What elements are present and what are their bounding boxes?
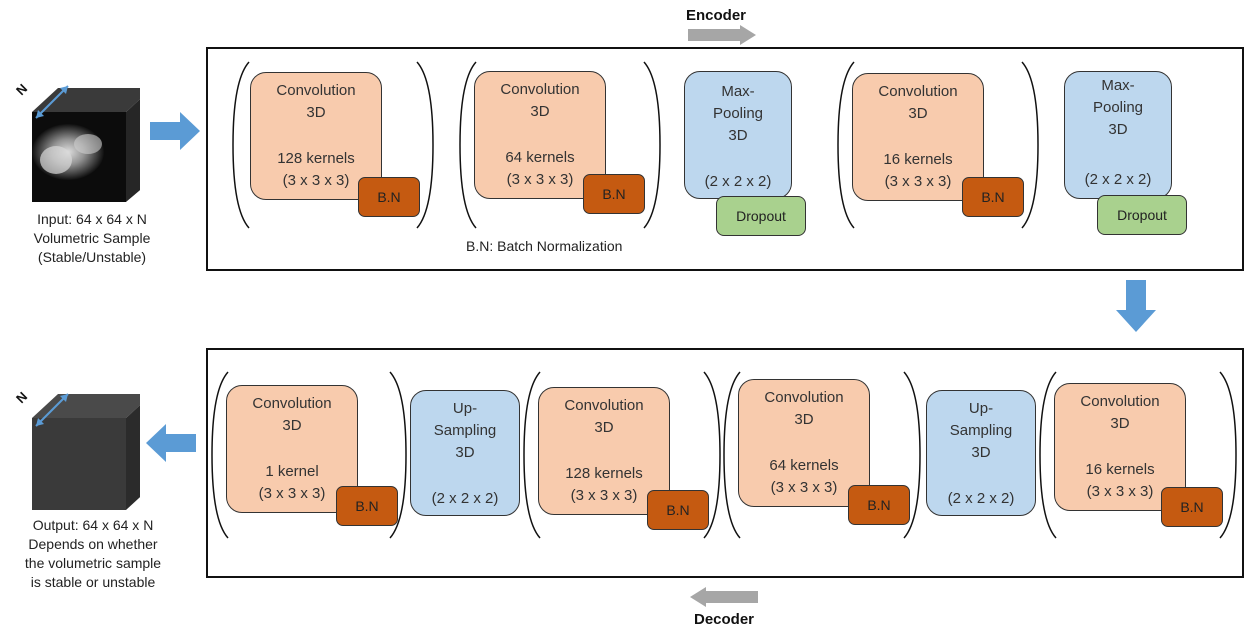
encoder-block1-brackets [232, 61, 434, 229]
block-title: Convolution [252, 395, 332, 412]
decoder-direction-arrow [690, 587, 758, 607]
kernel-size: (3 x 3 x 3) [506, 171, 574, 188]
block-subtitle: 3D [728, 127, 748, 144]
batch-norm-note: B.N: Batch Normalization [466, 238, 623, 254]
pool-size: (2 x 2 x 2) [704, 173, 772, 190]
kernel-size: (3 x 3 x 3) [884, 173, 952, 190]
encoder-block2-brackets [459, 61, 661, 229]
input-volume-cube [32, 88, 140, 202]
encoder-maxpool-block-2: Max- Pooling 3D (2 x 2 x 2) [1064, 71, 1172, 199]
upsample-size: (2 x 2 x 2) [431, 490, 499, 507]
kernel-count: 128 kernels [277, 150, 355, 167]
decoder-to-output-arrow [146, 424, 196, 462]
block-title: Convolution [500, 81, 580, 98]
encoder-direction-arrow [688, 25, 756, 45]
decoder-upsampling-block-2: Up- Sampling 3D (2 x 2 x 2) [926, 390, 1036, 516]
encoder-maxpool-block-1: Max- Pooling 3D (2 x 2 x 2) [684, 71, 792, 199]
block-subtitle: 3D [908, 105, 928, 122]
output-caption: Output: 64 x 64 x N Depends on whether t… [24, 517, 162, 590]
dropout-badge: Dropout [716, 196, 806, 236]
block-title-2: Pooling [712, 105, 764, 122]
decoder-block1-brackets [211, 371, 407, 539]
block-title: Up- [452, 400, 478, 417]
decoder-block4-brackets [1039, 371, 1237, 539]
batch-norm-badge: B.N [358, 177, 420, 217]
block-subtitle: 3D [1108, 121, 1128, 138]
input-to-encoder-arrow [150, 112, 200, 150]
encoder-title: Encoder [686, 7, 747, 24]
batch-norm-badge: B.N [336, 486, 398, 526]
block-title: Up- [968, 400, 994, 417]
block-subtitle: 3D [530, 103, 550, 120]
output-depth-arrow [35, 393, 69, 427]
block-title: Convolution [276, 82, 356, 99]
block-subtitle: 3D [1110, 415, 1130, 432]
decoder-upsampling-block-1: Up- Sampling 3D (2 x 2 x 2) [410, 390, 520, 516]
block-subtitle: 3D [282, 417, 302, 434]
encoder-conv-block-16: Convolution 3D 16 kernels (3 x 3 x 3) [852, 73, 984, 201]
encoder-to-decoder-arrow [1116, 280, 1156, 332]
block-title-2: Sampling [949, 422, 1013, 439]
block-title: Max- [1101, 77, 1135, 94]
block-subtitle: 3D [971, 444, 991, 461]
kernel-count: 16 kernels [883, 151, 953, 168]
kernel-size: (3 x 3 x 3) [770, 479, 838, 496]
dropout-badge: Dropout [1097, 195, 1187, 235]
kernel-count: 16 kernels [1085, 461, 1155, 478]
encoder-block3-brackets [837, 61, 1039, 229]
output-volume-cube [32, 394, 140, 510]
decoder-block2-brackets [523, 371, 721, 539]
block-title: Convolution [564, 397, 644, 414]
kernel-count: 64 kernels [505, 149, 575, 166]
batch-norm-badge: B.N [583, 174, 645, 214]
kernel-count: 64 kernels [769, 457, 839, 474]
upsample-size: (2 x 2 x 2) [947, 490, 1015, 507]
input-depth-arrow [35, 85, 69, 119]
kernel-size: (3 x 3 x 3) [570, 487, 638, 504]
block-subtitle: 3D [306, 104, 326, 121]
kernel-count: 1 kernel [265, 463, 319, 480]
batch-norm-badge: B.N [962, 177, 1024, 217]
kernel-count: 128 kernels [565, 465, 643, 482]
block-subtitle: 3D [455, 444, 475, 461]
block-title-2: Sampling [433, 422, 497, 439]
batch-norm-badge: B.N [848, 485, 910, 525]
decoder-conv-block-64: Convolution 3D 64 kernels (3 x 3 x 3) [738, 379, 870, 507]
batch-norm-badge: B.N [1161, 487, 1223, 527]
kernel-size: (3 x 3 x 3) [1086, 483, 1154, 500]
decoder-conv-block-1: Convolution 3D 1 kernel (3 x 3 x 3) [226, 385, 358, 513]
block-title: Convolution [878, 83, 958, 100]
decoder-title: Decoder [694, 611, 755, 628]
block-title: Convolution [764, 389, 844, 406]
block-subtitle: 3D [794, 411, 814, 428]
decoder-block3-brackets [723, 371, 921, 539]
pool-size: (2 x 2 x 2) [1084, 171, 1152, 188]
batch-norm-badge: B.N [647, 490, 709, 530]
kernel-size: (3 x 3 x 3) [258, 485, 326, 502]
block-title: Convolution [1080, 393, 1160, 410]
block-title: Max- [721, 83, 755, 100]
block-title-2: Pooling [1092, 99, 1144, 116]
input-caption: Input: 64 x 64 x N Volumetric Sample (St… [33, 211, 151, 265]
kernel-size: (3 x 3 x 3) [282, 172, 350, 189]
block-subtitle: 3D [594, 419, 614, 436]
